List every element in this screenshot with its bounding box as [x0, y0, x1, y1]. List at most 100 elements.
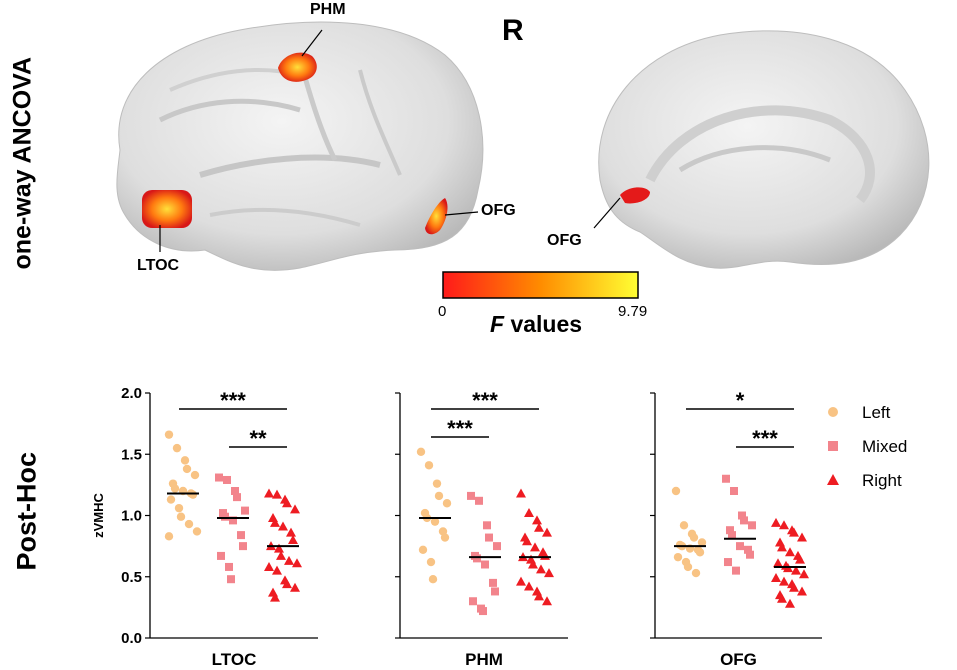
- data-point: [166, 495, 176, 504]
- x-axis-label: PHM: [465, 650, 503, 669]
- data-point: [481, 560, 489, 569]
- data-point: [777, 593, 787, 603]
- data-point: [797, 532, 807, 542]
- data-point: [239, 542, 247, 551]
- data-point: [264, 488, 274, 498]
- data-point: [430, 517, 440, 526]
- data-point: [428, 575, 438, 584]
- data-point: [172, 443, 182, 453]
- data-point: [276, 550, 286, 560]
- data-point: [192, 527, 202, 536]
- data-point: [530, 542, 540, 552]
- data-point: [479, 607, 487, 616]
- data-point: [789, 582, 799, 592]
- phm-leader: [301, 29, 323, 57]
- data-point: [469, 597, 477, 606]
- data-point: [432, 479, 442, 488]
- data-point: [779, 520, 789, 530]
- data-point: [237, 531, 245, 540]
- data-point: [278, 521, 288, 531]
- colorbar-max: 9.79: [618, 303, 648, 320]
- data-point: [691, 568, 701, 578]
- data-point: [736, 542, 744, 551]
- data-point: [679, 521, 689, 530]
- colorbar-label-italic: F: [490, 311, 505, 337]
- data-point: [724, 558, 732, 567]
- data-point: [440, 533, 450, 542]
- y-tick-label: 2.0: [121, 385, 142, 402]
- data-point: [744, 545, 752, 554]
- data-point: [791, 565, 801, 575]
- data-point: [738, 511, 746, 520]
- data-point: [695, 548, 705, 557]
- data-point: [475, 496, 483, 505]
- ltoc-blob: [142, 190, 192, 228]
- ofg-leader-lateral: [444, 211, 479, 216]
- data-point: [689, 533, 699, 542]
- data-point: [671, 486, 681, 496]
- legend-marker-right: [827, 474, 839, 485]
- data-point: [184, 519, 194, 529]
- ofg-blob-medial: [620, 187, 650, 204]
- data-point: [473, 554, 481, 563]
- colorbar: [442, 271, 639, 299]
- data-point: [485, 533, 493, 542]
- data-point: [516, 488, 526, 498]
- y-tick-label: 0.5: [121, 569, 142, 586]
- legend-label: Left: [862, 403, 891, 422]
- x-axis-label: OFG: [720, 650, 757, 669]
- data-point: [795, 554, 805, 564]
- hemisphere-label: R: [502, 14, 524, 47]
- data-point: [231, 487, 239, 495]
- data-point: [221, 512, 229, 521]
- data-point: [532, 515, 542, 525]
- data-point: [483, 521, 491, 530]
- data-point: [442, 499, 452, 508]
- data-point: [544, 568, 554, 578]
- data-point: [799, 569, 809, 579]
- colorbar-label: F values: [490, 311, 582, 338]
- medial-brain: [598, 30, 930, 269]
- data-point: [789, 527, 799, 537]
- y-axis-label: zVMHC: [91, 493, 106, 538]
- data-point: [528, 559, 538, 569]
- data-point: [726, 526, 734, 535]
- data-point: [779, 576, 789, 586]
- data-point: [542, 527, 552, 537]
- data-point: [424, 461, 434, 470]
- legend-label: Mixed: [862, 437, 907, 456]
- data-point: [215, 473, 223, 482]
- data-point: [673, 552, 683, 562]
- label-ofg-medial: OFG: [547, 232, 582, 249]
- lateral-brain: [116, 21, 484, 271]
- data-point: [270, 517, 280, 527]
- legend-label: Right: [862, 471, 902, 490]
- data-point: [272, 489, 282, 499]
- data-point: [797, 586, 807, 596]
- data-point: [264, 561, 274, 571]
- data-point: [286, 527, 296, 537]
- data-point: [534, 522, 544, 532]
- data-point: [282, 579, 292, 589]
- data-point: [164, 532, 174, 541]
- data-point: [233, 493, 241, 502]
- data-point: [542, 596, 552, 606]
- data-point: [225, 562, 233, 571]
- data-point: [524, 581, 534, 591]
- data-point: [292, 558, 302, 568]
- data-point: [188, 490, 198, 499]
- significance-stars: ***: [752, 426, 778, 451]
- data-point: [274, 543, 284, 553]
- data-point: [785, 598, 795, 608]
- data-point: [227, 575, 235, 584]
- data-point: [534, 591, 544, 601]
- data-point: [467, 491, 475, 500]
- data-point: [746, 550, 754, 559]
- legend-marker-mixed: [828, 441, 838, 451]
- data-point: [434, 491, 444, 501]
- data-point: [272, 565, 282, 575]
- data-point: [516, 576, 526, 586]
- data-point: [697, 538, 707, 547]
- y-tick-label: 1.5: [121, 446, 142, 463]
- data-point: [241, 506, 249, 515]
